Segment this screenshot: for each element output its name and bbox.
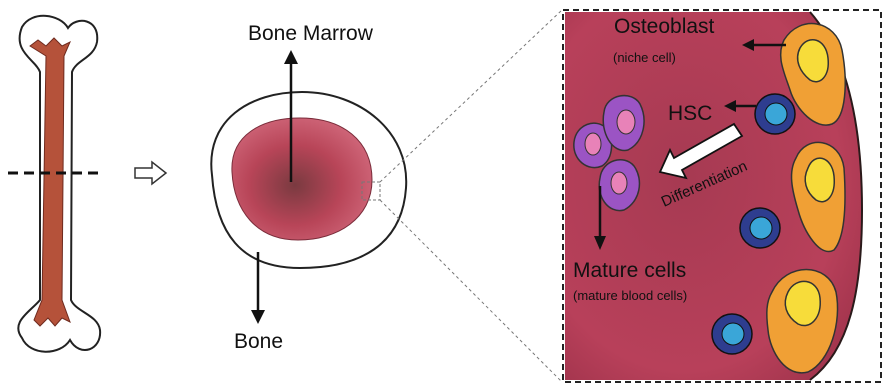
mature-cell-nucleus <box>585 133 601 155</box>
hsc-nucleus <box>722 323 744 345</box>
zoom-guide-bottom <box>380 200 562 382</box>
mature-blood-cells-label: (mature blood cells) <box>573 288 687 303</box>
hsc-label: HSC <box>668 102 712 125</box>
osteoblast-label: Osteoblast <box>614 15 715 38</box>
section-arrow-icon <box>135 162 166 184</box>
mature-cell-nucleus <box>611 172 627 194</box>
hsc-nucleus <box>765 103 787 125</box>
bone-label: Bone <box>234 330 283 353</box>
niche-panel: Osteoblast (niche cell) HSC Differentiat… <box>563 10 881 382</box>
bone-marrow-label: Bone Marrow <box>248 22 374 45</box>
hsc-nucleus <box>750 217 772 239</box>
mature-cell-nucleus <box>617 110 635 134</box>
long-bone <box>8 16 100 352</box>
zoom-guide-top <box>380 10 562 182</box>
bone-marrow-arrowhead <box>284 50 298 64</box>
bone-cross-section <box>211 10 562 382</box>
niche-cell-label: (niche cell) <box>613 50 676 65</box>
mature-cells-label: Mature cells <box>573 259 686 282</box>
bone-arrowhead <box>251 310 265 324</box>
marrow-cavity <box>232 118 372 240</box>
